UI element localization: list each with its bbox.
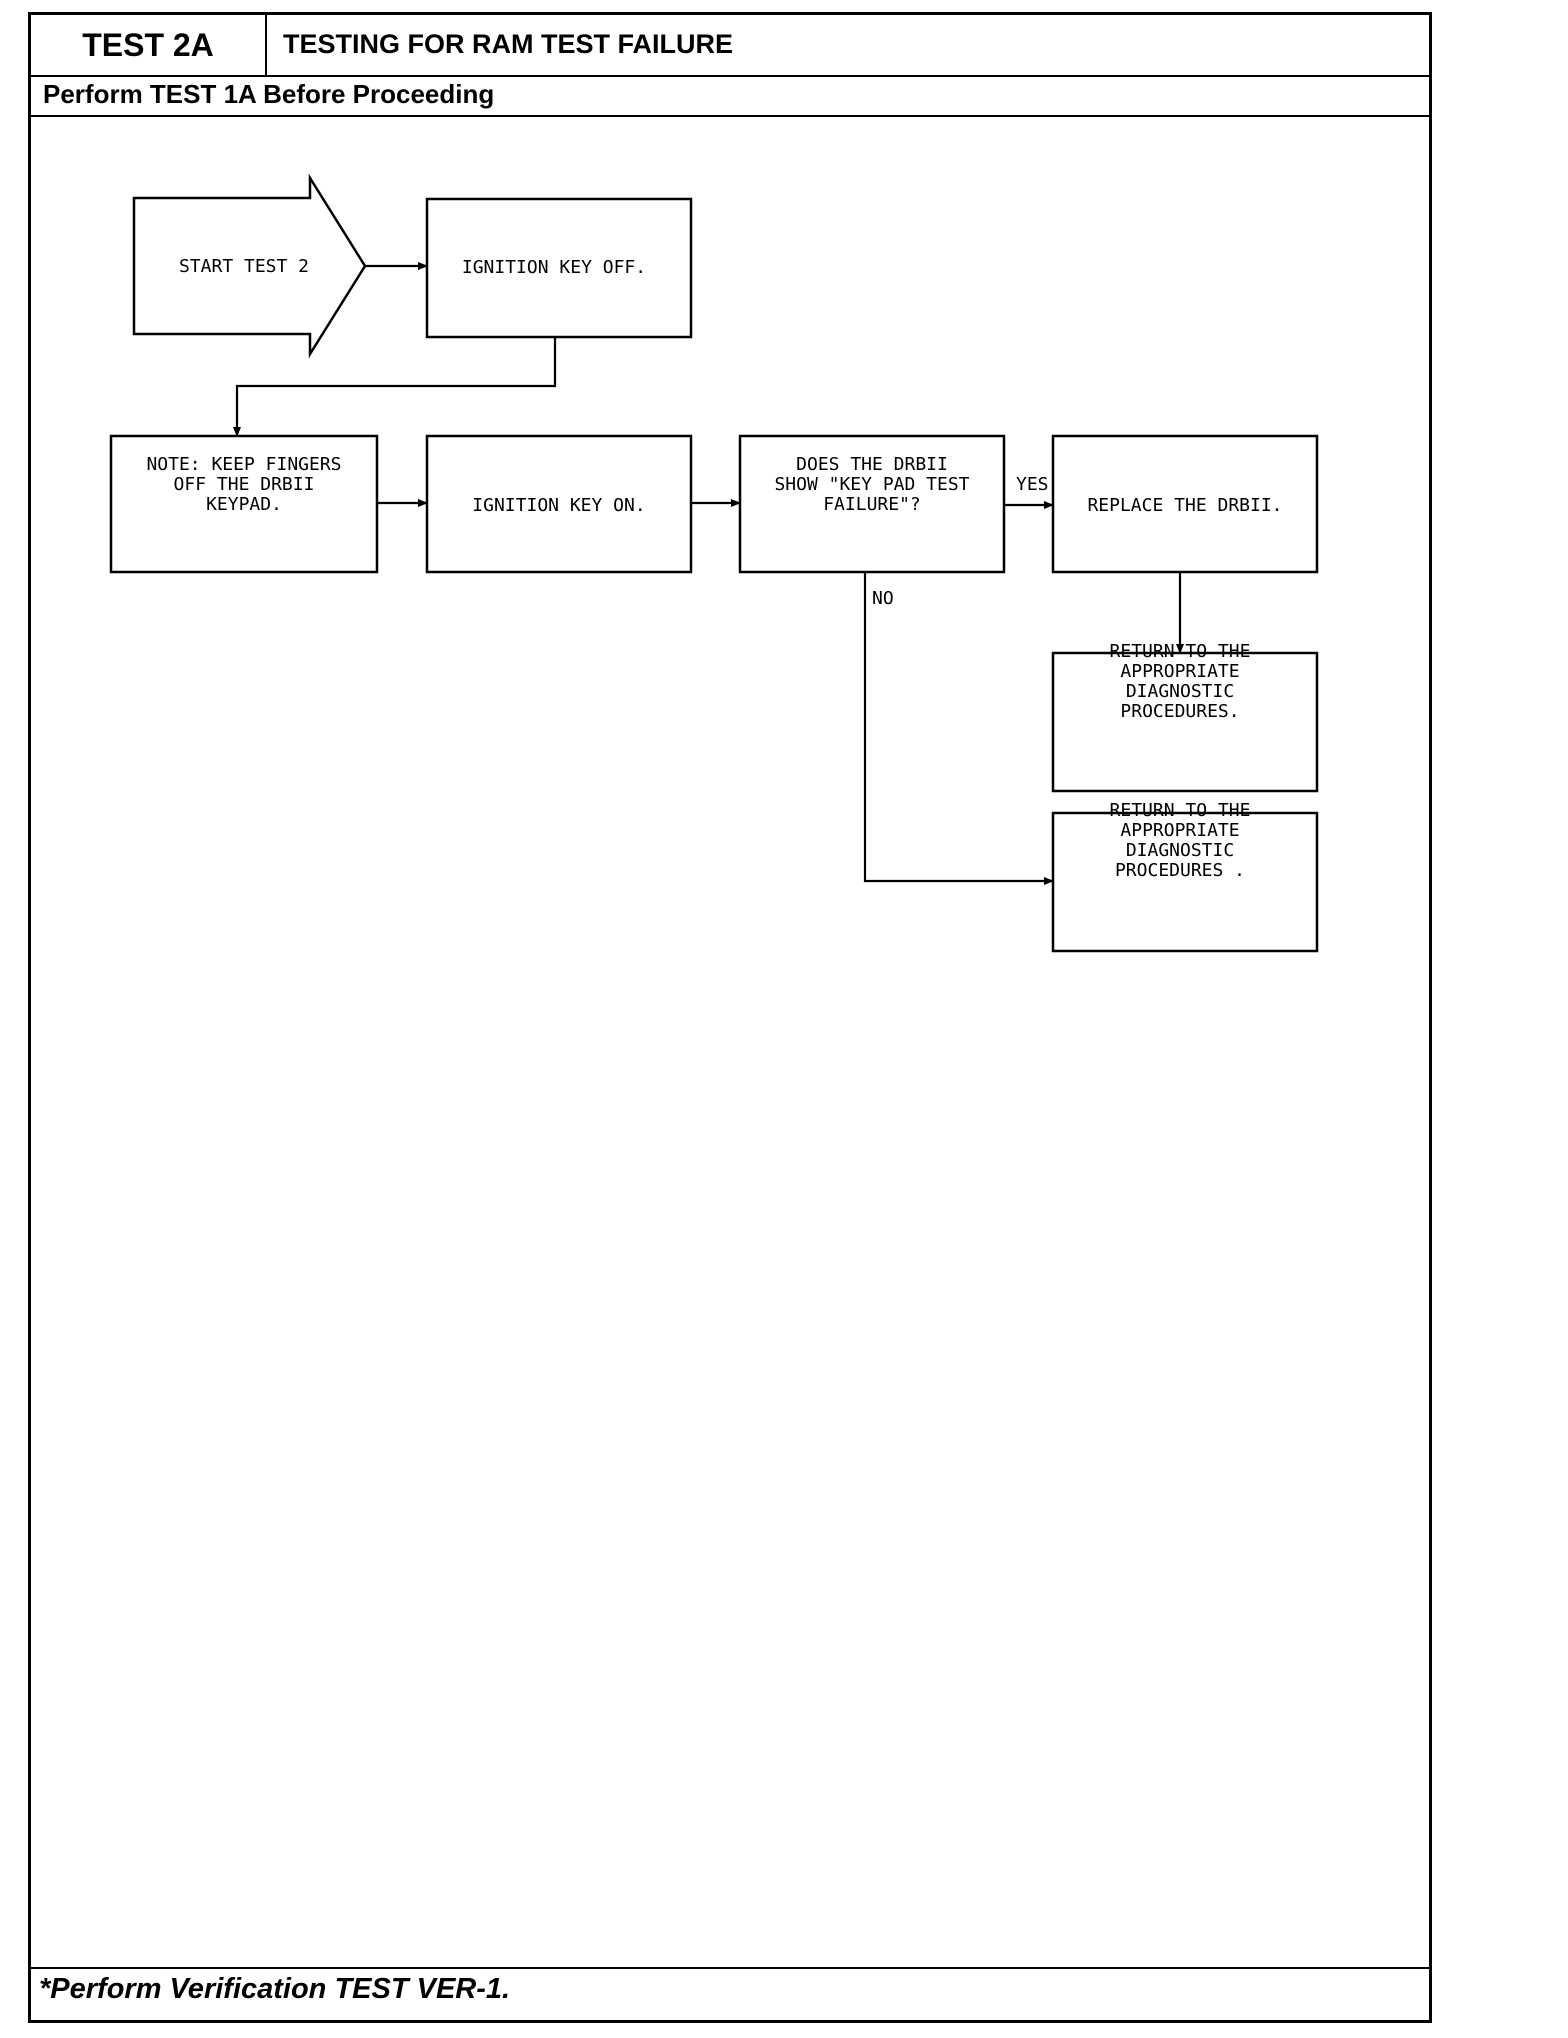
return-yes-label-line: DIAGNOSTIC — [1126, 681, 1234, 702]
note-label-line: KEYPAD. — [206, 494, 282, 515]
arrow-off-to-note — [233, 337, 557, 437]
page-frame: TEST 2A TESTING FOR RAM TEST FAILURE Per… — [28, 12, 1432, 2023]
return-no-label-line: RETURN TO THE — [1110, 800, 1251, 821]
yes-label: YES — [1016, 474, 1049, 495]
note-label-line: NOTE: KEEP FINGERS — [146, 454, 341, 475]
test-title: TESTING FOR RAM TEST FAILURE — [283, 29, 733, 59]
ignition-off-label-line: IGNITION KEY OFF. — [462, 257, 646, 278]
return-no-label-line: PROCEDURES . — [1115, 860, 1245, 881]
return-no-label-line: DIAGNOSTIC — [1126, 840, 1234, 861]
prerequisite-note: Perform TEST 1A Before Proceeding — [43, 79, 495, 109]
footer-note: *Perform Verification TEST VER-1. — [39, 1973, 511, 2005]
question-label-line: SHOW "KEY PAD TEST — [774, 474, 969, 495]
header-row: TEST 2A TESTING FOR RAM TEST FAILURE — [31, 15, 1429, 77]
replace-label: REPLACE THE DRBII. — [1087, 495, 1282, 516]
arrow-question-to-return-no — [863, 572, 1054, 885]
question-label-line: DOES THE DRBII — [796, 454, 948, 475]
return-no-label-line: APPROPRIATE — [1120, 820, 1239, 841]
ignition-on-label: IGNITION KEY ON. — [472, 495, 645, 516]
start-label-line: START TEST 2 — [179, 256, 309, 277]
ignition-on-label-line: IGNITION KEY ON. — [472, 495, 645, 516]
start-node — [132, 173, 367, 359]
return-no-box — [1051, 811, 1319, 953]
replace-label-line: REPLACE THE DRBII. — [1087, 495, 1282, 516]
ignition-off-label: IGNITION KEY OFF. — [462, 257, 646, 278]
note-label-line: OFF THE DRBII — [174, 474, 315, 495]
test-id: TEST 2A — [31, 15, 267, 75]
no-label: NO — [872, 588, 894, 609]
start-label: START TEST 2 — [179, 256, 309, 277]
note-box — [109, 434, 379, 574]
footer-rule — [31, 1967, 1429, 1969]
ignition-on-box — [425, 434, 693, 574]
return-yes-label-line: RETURN TO THE — [1110, 641, 1251, 662]
return-yes-label-line: APPROPRIATE — [1120, 661, 1239, 682]
question-label-line: FAILURE"? — [823, 494, 921, 515]
ignition-off-box — [425, 197, 693, 339]
return-yes-box — [1051, 651, 1319, 793]
subheader-rule — [31, 115, 1429, 117]
return-yes-label-line: PROCEDURES. — [1120, 701, 1239, 722]
